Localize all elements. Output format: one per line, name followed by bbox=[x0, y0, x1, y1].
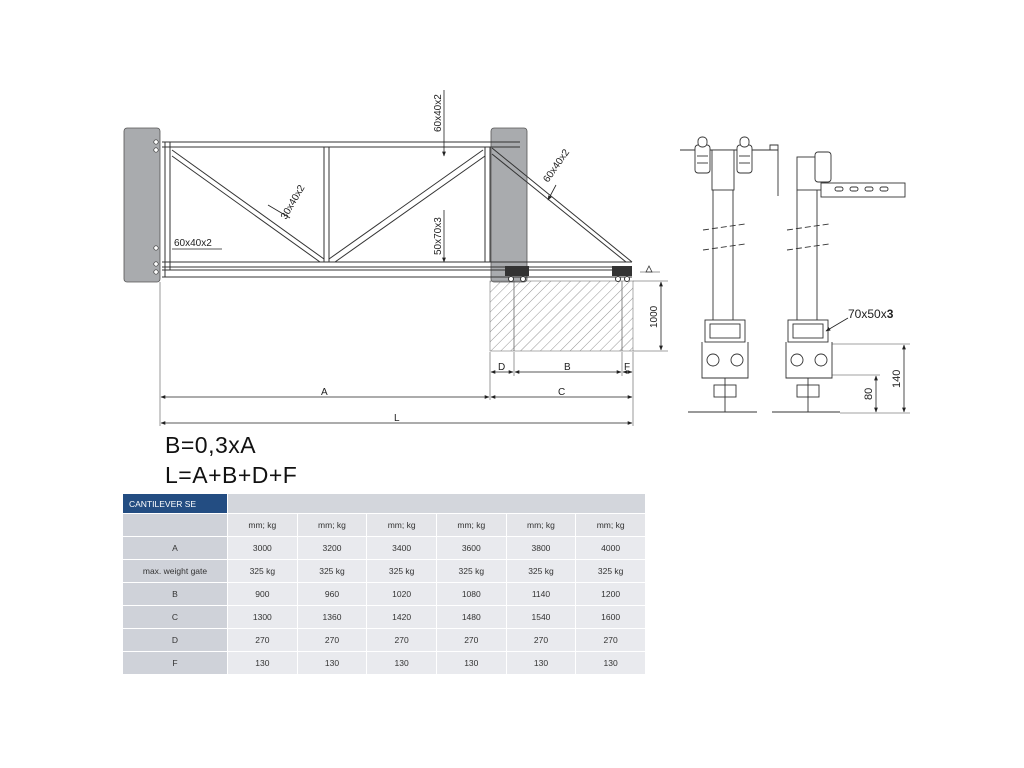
table-cell: 270 bbox=[296, 628, 368, 652]
table-cell: 325 kg bbox=[435, 559, 507, 583]
table-cell: 1020 bbox=[366, 582, 437, 606]
table-cell: 325 kg bbox=[296, 559, 368, 583]
table-cell: 130 bbox=[575, 651, 646, 675]
label-height-1000: 1000 bbox=[649, 305, 660, 328]
table-cell: 130 bbox=[435, 651, 507, 675]
table-cell: 3000 bbox=[227, 536, 298, 560]
table-cell: 1540 bbox=[505, 605, 577, 629]
table-cell: 325 kg bbox=[505, 559, 577, 583]
side-detail-profile bbox=[772, 151, 906, 413]
label-dim-a: A bbox=[321, 387, 328, 398]
table-cell: 1140 bbox=[505, 582, 577, 606]
table-cell: 130 bbox=[227, 651, 298, 675]
table-cell: 270 bbox=[575, 628, 646, 652]
row-label: B bbox=[122, 582, 228, 606]
unit-cell: mm; kg bbox=[227, 513, 298, 537]
row-label: A bbox=[122, 536, 228, 560]
label-dim-f: F bbox=[624, 362, 630, 373]
table-cell: 1600 bbox=[575, 605, 646, 629]
gate-frame bbox=[162, 141, 633, 278]
table-cell: 130 bbox=[505, 651, 577, 675]
label-dim-b: B bbox=[564, 362, 571, 373]
table-cell: 270 bbox=[435, 628, 507, 652]
table-units-row: mm; kg mm; kg mm; kg mm; kg mm; kg mm; k… bbox=[122, 513, 646, 537]
table-cell: 900 bbox=[227, 582, 298, 606]
table-cell: 3200 bbox=[296, 536, 368, 560]
formula-l: L=A+B+D+F bbox=[165, 462, 298, 488]
table-title: CANTILEVER SE bbox=[122, 493, 228, 514]
table-cell: 3600 bbox=[435, 536, 507, 560]
row-label: F bbox=[122, 651, 228, 675]
label-dim-l: L bbox=[394, 413, 400, 424]
unit-cell: mm; kg bbox=[575, 513, 646, 537]
table-cell: 3800 bbox=[505, 536, 577, 560]
label-dim-c: C bbox=[558, 387, 565, 398]
table-cell: 1300 bbox=[227, 605, 298, 629]
row-label: C bbox=[122, 605, 228, 629]
table-cell: 325 kg bbox=[366, 559, 437, 583]
row-label: D bbox=[122, 628, 228, 652]
table-cell: 130 bbox=[366, 651, 437, 675]
label-dim-d: D bbox=[498, 362, 505, 373]
unit-cell: mm; kg bbox=[296, 513, 368, 537]
row-label: max. weight gate bbox=[122, 559, 228, 583]
label-upright: 50x70x3 bbox=[433, 217, 444, 255]
gate-elevation: 60x40x2 50x70x3 30x40x2 60x40x2 60x40x2 … bbox=[123, 90, 668, 426]
unit-cell: mm; kg bbox=[366, 513, 437, 537]
table-cell: 1200 bbox=[575, 582, 646, 606]
label-tail-diagonal: 60x40x2 bbox=[541, 147, 572, 185]
unit-cell: mm; kg bbox=[505, 513, 577, 537]
table-cell: 1080 bbox=[435, 582, 507, 606]
table-cell: 3400 bbox=[366, 536, 437, 560]
carriage-right bbox=[612, 266, 632, 282]
formula-b: B=0,3xA bbox=[165, 432, 257, 458]
label-top-rail: 60x40x2 bbox=[433, 94, 444, 132]
table-cell: 1480 bbox=[435, 605, 507, 629]
foundation bbox=[489, 280, 634, 352]
label-dim-80: 80 bbox=[863, 388, 875, 400]
table-cell: 270 bbox=[505, 628, 577, 652]
carriage-left bbox=[505, 266, 529, 282]
label-dim-140: 140 bbox=[891, 370, 903, 388]
table-cell: 1420 bbox=[366, 605, 437, 629]
table-cell: 130 bbox=[296, 651, 368, 675]
table-cell: 270 bbox=[227, 628, 298, 652]
table-cell: 325 kg bbox=[575, 559, 646, 583]
table-cell: 960 bbox=[296, 582, 368, 606]
side-detail-front bbox=[680, 136, 779, 413]
left-post bbox=[123, 127, 161, 283]
table-cell: 4000 bbox=[575, 536, 646, 560]
table-title-row: CANTILEVER SE bbox=[122, 493, 646, 514]
unit-cell: mm; kg bbox=[435, 513, 507, 537]
table-cell: 325 kg bbox=[227, 559, 298, 583]
label-bottom-rail: 60x40x2 bbox=[174, 238, 212, 249]
label-profile-size: 70x50x3 bbox=[848, 307, 894, 321]
spec-table: CANTILEVER SE mm; kg mm; kg mm; kg mm; k… bbox=[122, 493, 646, 675]
table-cell: 270 bbox=[366, 628, 437, 652]
table-cell: 1360 bbox=[296, 605, 368, 629]
label-diagonal: 30x40x2 bbox=[279, 183, 308, 222]
